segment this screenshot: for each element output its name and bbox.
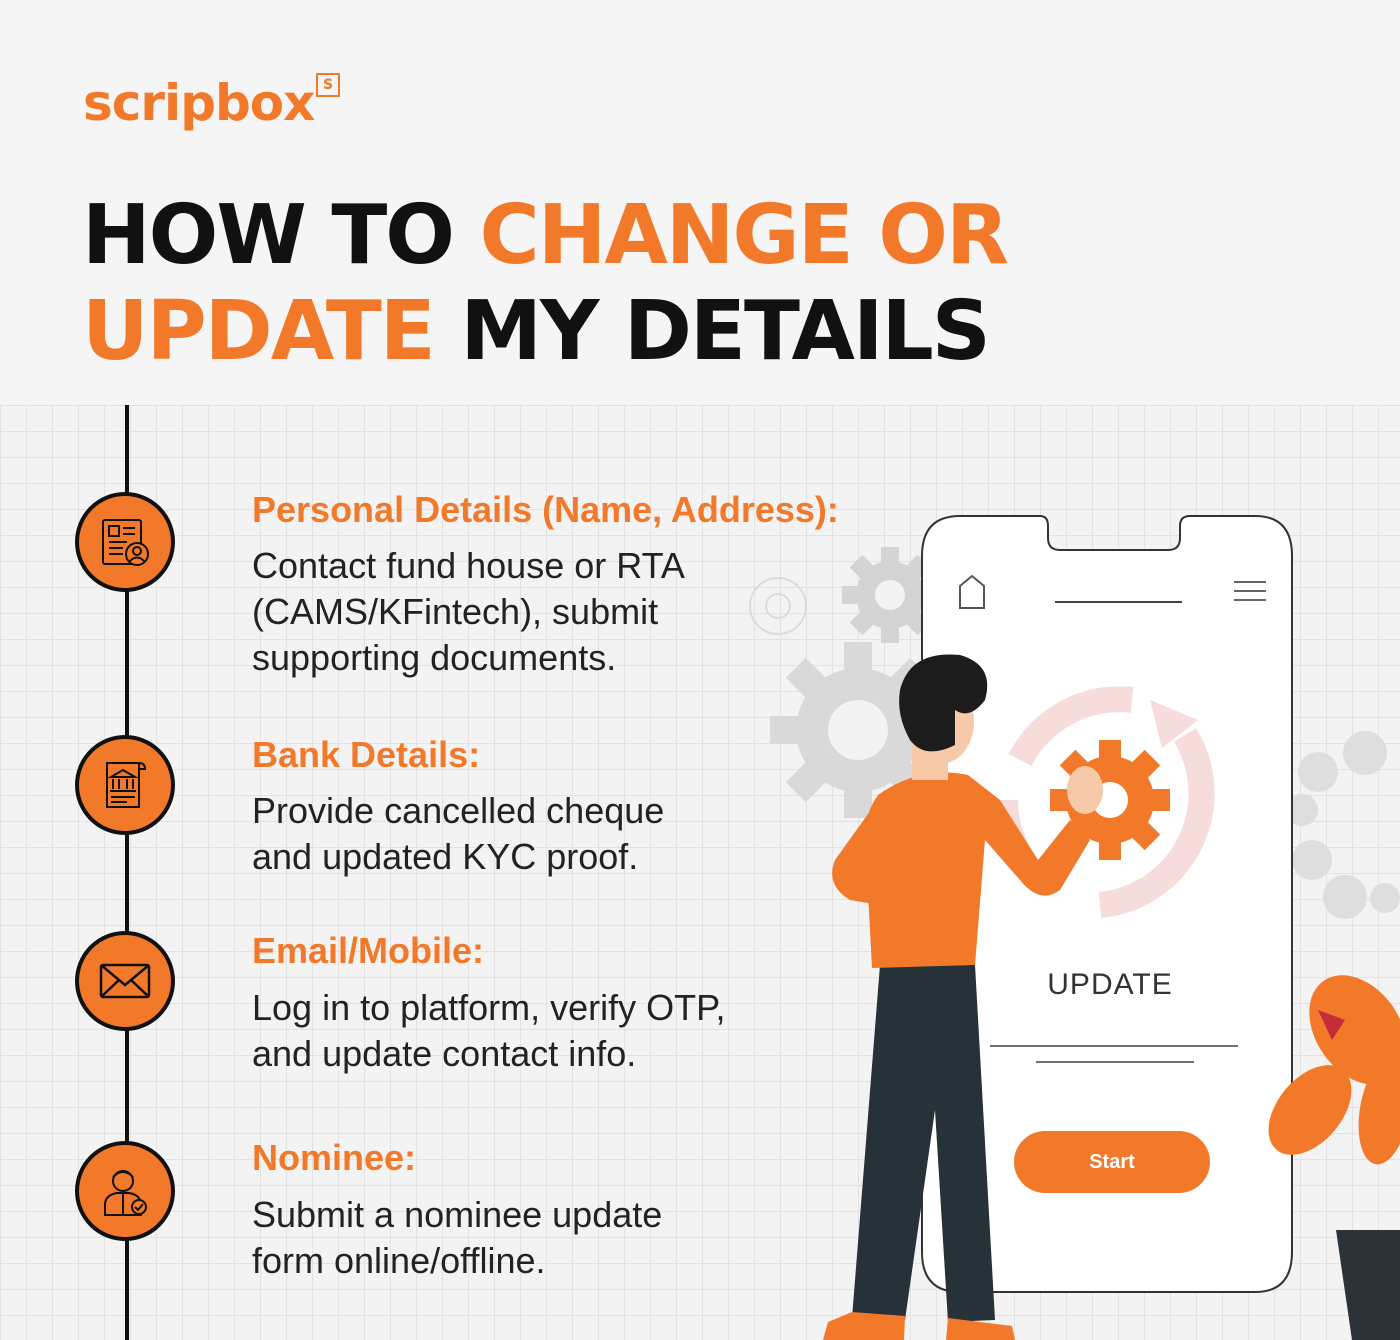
step-text-personal-details: Contact fund house or RTA (CAMS/KFintech… [252,545,685,678]
profile-document-icon [75,492,175,592]
title-line2-orange: UPDATE [82,284,436,379]
step-text-email-mobile: Log in to platform, verify OTP, and upda… [252,987,726,1074]
home-icon [959,574,985,609]
title-line1-black: HOW TO [82,188,480,283]
step-text-nominee: Submit a nominee update form online/offl… [252,1194,663,1281]
bank-document-icon [75,735,175,835]
step-title-email-mobile: Email/Mobile: [252,930,485,971]
logo-mark: S [316,73,340,97]
step-title-nominee: Nominee: [252,1137,417,1178]
scripbox-logo: scripbox [83,74,315,132]
title-line1-orange: CHANGE OR [479,188,1010,283]
person-check-icon [75,1141,175,1241]
title-line2-black: MY DETAILS [433,284,990,379]
gear-outline-icon [749,577,807,635]
envelope-icon [75,931,175,1031]
step-title-bank-details: Bank Details: [252,734,481,775]
menu-icon [1234,581,1266,601]
step-text-bank-details: Provide cancelled cheque and updated KYC… [252,790,665,877]
start-button-shape [1014,1131,1210,1193]
decorative-dots [1286,731,1400,919]
header: scripbox S HOW TO CHANGE OR UPDATE MY DE… [0,0,1400,405]
person-illustration [823,654,1103,1340]
step-title-personal-details: Personal Details (Name, Address): [252,489,839,530]
timeline-line [125,405,129,1340]
phone-screen-label: UPDATE [1047,968,1173,1001]
start-button[interactable]: Start [1089,1151,1135,1173]
page-title: HOW TO CHANGE OR UPDATE MY DETAILS [82,188,1010,380]
plant-decoration [1268,975,1400,1340]
gear-small-icon [842,547,938,643]
